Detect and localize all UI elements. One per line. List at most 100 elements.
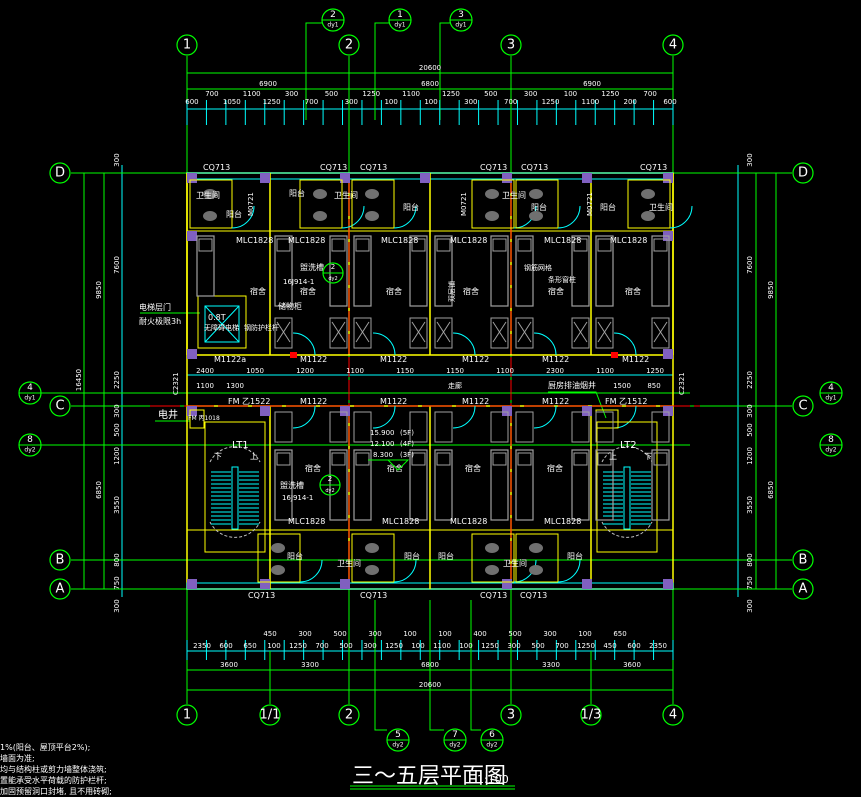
wc-room	[471, 179, 515, 229]
bunk-bed	[409, 449, 428, 521]
window-label: MLC1828	[544, 517, 581, 526]
axis-bubble-bottom-label: 1	[183, 708, 191, 723]
dimension-value: 100	[411, 642, 424, 650]
door-swing	[533, 332, 557, 356]
wc-room	[515, 533, 559, 583]
window-label: MLC1828	[288, 236, 325, 245]
drawing-title: 三～五层平面图 1:100	[350, 764, 515, 790]
dimension-value: 300	[345, 98, 358, 106]
room-dorm: 宿舍	[547, 463, 563, 473]
basin-icon	[485, 211, 499, 221]
door-swing	[613, 332, 637, 356]
chair-icon	[492, 321, 507, 343]
bunk-bed	[571, 235, 590, 307]
svg-text:2: 2	[328, 475, 332, 483]
detail-bubble-bottom-number: 7	[452, 730, 458, 740]
structural-column	[187, 579, 197, 589]
door-swing	[557, 559, 581, 583]
pillow	[331, 452, 346, 466]
dimension-value: 1200	[296, 367, 314, 375]
axis-bubble-bottom-label: 4	[669, 708, 677, 723]
dimension-lines	[83, 72, 777, 691]
detail-bubble-top-sheet: dy1	[394, 22, 405, 29]
ceiling-note: 条形窗柱	[548, 275, 576, 284]
door-swing	[613, 405, 637, 429]
room-dorm: 宿舍	[548, 286, 564, 296]
detail-bubble-bottom-sheet: dy2	[449, 742, 460, 749]
bunk-bed	[571, 449, 590, 521]
structural-column	[340, 579, 350, 589]
axis-bubble-bottom-circle	[338, 704, 360, 726]
wc-room	[351, 179, 395, 229]
room-dorm: 宿舍	[305, 463, 321, 473]
dimension-value: 2350	[193, 642, 211, 650]
desk-cabinet	[651, 317, 670, 349]
dimension-value: 6850	[767, 481, 775, 499]
building-walls	[150, 100, 700, 660]
dimension-value: 100	[578, 630, 591, 638]
detail-leader	[305, 22, 322, 120]
structural-column	[420, 173, 430, 183]
structural-column	[260, 579, 270, 589]
structural-column	[663, 349, 673, 359]
wc-room	[471, 533, 515, 583]
dimension-value: 2250	[746, 371, 754, 389]
dimension-value: 750	[746, 576, 754, 589]
structural-column	[340, 406, 350, 416]
axis-bubble-left-circle	[49, 549, 71, 571]
pillow	[411, 452, 426, 466]
room-balcony: 阳台	[289, 188, 305, 198]
dimension-value: 1250	[542, 98, 560, 106]
dimension-value: 600	[663, 98, 676, 106]
toilet-icon	[271, 543, 285, 553]
desk-cabinet	[571, 317, 590, 349]
bunk-bed	[515, 235, 534, 307]
dimension-value: 500	[508, 630, 521, 638]
elevator-shaft	[197, 295, 247, 349]
detail-bubble-left-sheet: dy2	[24, 447, 35, 454]
pillow	[573, 238, 588, 252]
desk-cabinet	[274, 411, 293, 443]
detail-bubble-right-sheet: dy1	[825, 395, 836, 402]
fire-hydrant-icon	[611, 352, 618, 358]
dimension-value: 600	[627, 642, 640, 650]
pillow	[355, 238, 370, 252]
dimension-value: 1250	[601, 90, 619, 98]
axis-bubble-top-label: 3	[507, 38, 515, 53]
basin-icon	[529, 211, 543, 221]
axis-bubble-bottom-circle	[259, 704, 281, 726]
door-swing	[393, 205, 417, 229]
room-dorm: 宿舍	[300, 286, 316, 296]
pillow	[436, 452, 451, 466]
axis-bubble-right-circle	[792, 162, 814, 184]
room-dorm: 宿舍	[387, 463, 403, 473]
axis-bubble-top-circle	[662, 34, 684, 56]
ceiling-note: 钢筋网格	[524, 263, 552, 272]
axis-bubble-left-label: B	[56, 553, 65, 568]
pillow	[411, 238, 426, 252]
detail-bubble-bottom-sheet: dy2	[486, 742, 497, 749]
door-label: M1122	[300, 355, 327, 364]
dimension-value: 1250	[289, 642, 307, 650]
dimension-value: 300	[285, 90, 298, 98]
wc-room	[515, 179, 559, 229]
svg-text:2: 2	[331, 263, 335, 271]
window-label: CQ713	[520, 591, 547, 600]
stair-well-gap	[231, 466, 239, 530]
door-swing	[292, 332, 316, 356]
basin-icon	[313, 211, 327, 221]
axis-bubble-bottom-circle	[176, 704, 198, 726]
door-swing	[372, 332, 396, 356]
pillow	[653, 238, 668, 252]
elevator-cross	[204, 305, 240, 343]
dimension-value: 1050	[223, 98, 241, 106]
bed-note: 双层铺	[447, 281, 456, 302]
dimension-value: 100	[564, 90, 577, 98]
dimension-value: 1100	[402, 90, 420, 98]
room-dorm: 宿舍	[465, 463, 481, 473]
stair-up-label: 上	[609, 452, 617, 461]
detail-leader	[429, 600, 444, 731]
detail-leader	[470, 600, 481, 731]
dimension-value: 500	[333, 630, 346, 638]
chair-icon	[411, 321, 426, 343]
